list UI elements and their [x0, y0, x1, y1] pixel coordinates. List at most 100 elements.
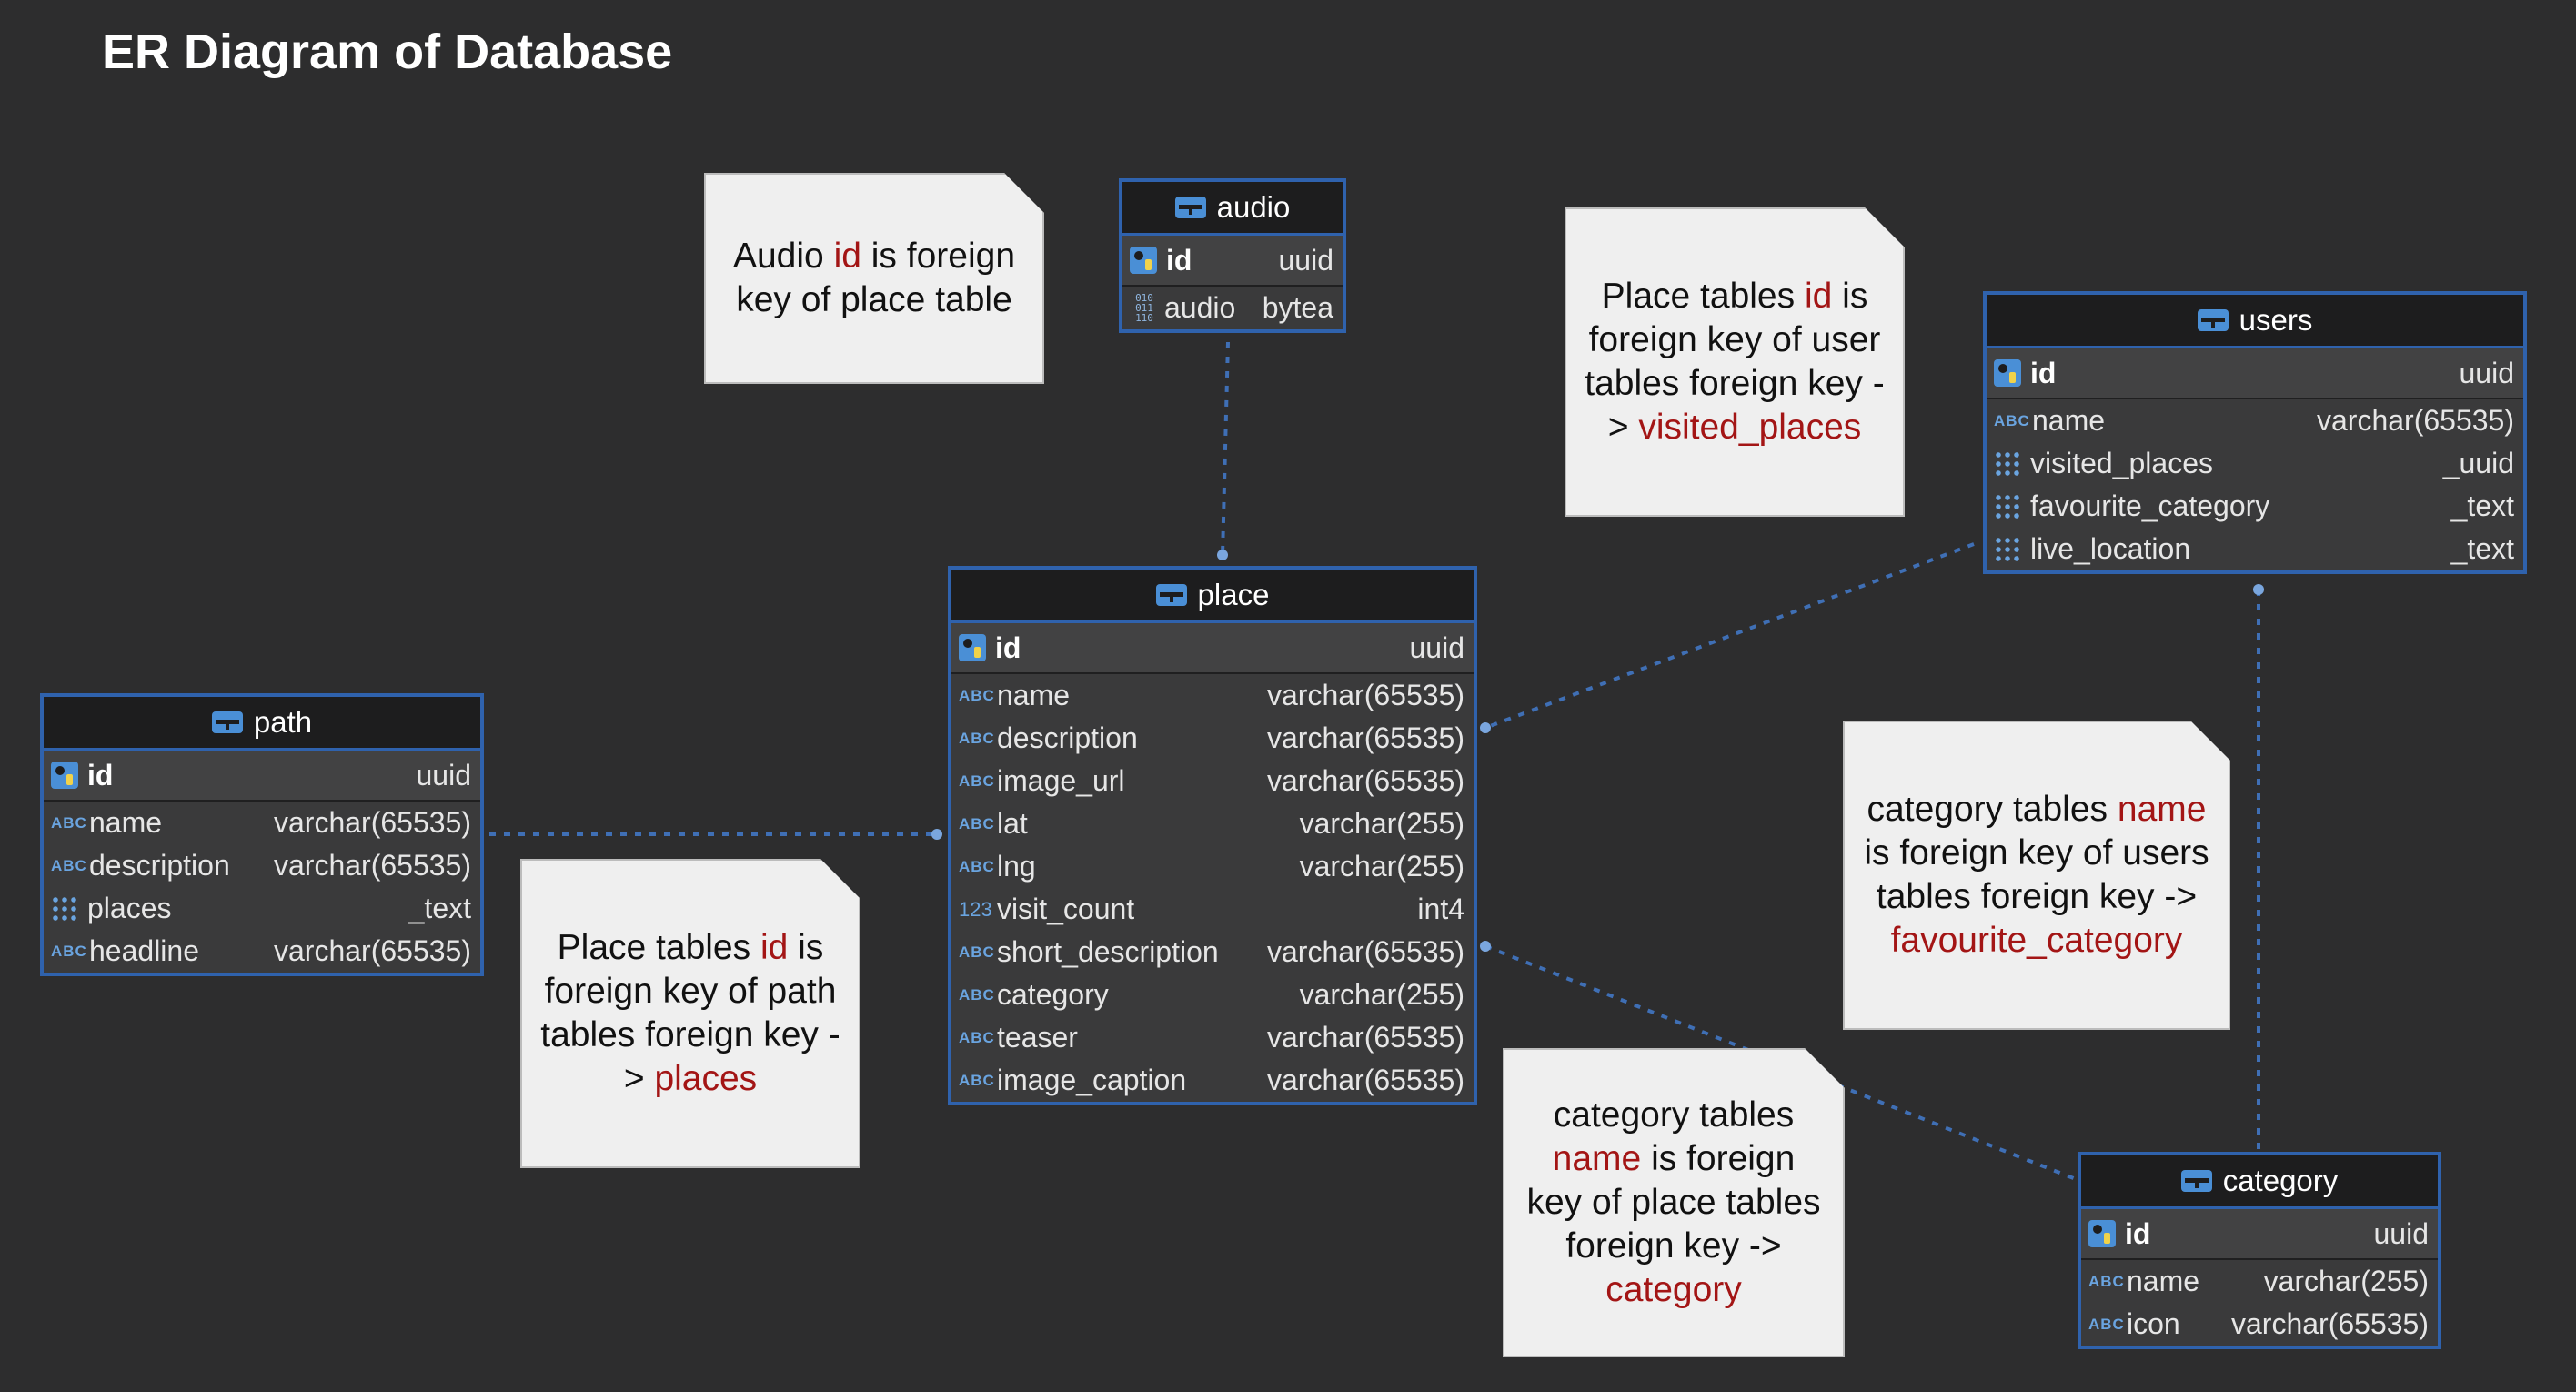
text-icon: ABC	[51, 942, 87, 960]
table-header: users	[1987, 295, 2523, 348]
column-row[interactable]: 010 011 110 audio bytea	[1122, 287, 1343, 329]
column-type: _uuid	[2442, 447, 2514, 479]
text-icon: ABC	[959, 1028, 995, 1046]
table-name: path	[253, 705, 313, 739]
table-name: place	[1197, 578, 1270, 611]
primary-key-icon	[2088, 1220, 2116, 1247]
text-icon: ABC	[959, 943, 995, 961]
column-name: live_location	[2030, 532, 2191, 565]
column-name: places	[87, 892, 172, 924]
column-name: audio	[1164, 291, 1236, 324]
column-type: bytea	[1262, 291, 1333, 324]
note-path-foreign-key: Place tables id is foreign key of path t…	[520, 859, 860, 1168]
text-icon: ABC	[959, 772, 995, 790]
column-type: uuid	[2459, 356, 2515, 389]
column-row[interactable]: live_location_text	[1987, 528, 2523, 570]
column-type: varchar(65535)	[1267, 679, 1464, 711]
note-category-users-foreign-key: category tables name is foreign key of u…	[1843, 721, 2230, 1030]
connector-audio-place	[1221, 341, 1230, 556]
primary-key-icon	[1994, 359, 2021, 387]
text-icon: ABC	[51, 813, 87, 832]
primary-key-row[interactable]: id uuid	[1122, 236, 1343, 287]
column-type: int4	[1417, 893, 1464, 925]
primary-key-row[interactable]: id uuid	[951, 623, 1474, 674]
column-type: varchar(65535)	[1267, 935, 1464, 968]
table-icon	[2180, 1170, 2212, 1192]
column-name: name	[2127, 1265, 2200, 1297]
column-name: category	[997, 978, 1109, 1011]
column-name: id	[2030, 356, 2057, 389]
column-type: varchar(255)	[1299, 978, 1464, 1011]
table-header: place	[951, 570, 1474, 623]
column-type: varchar(65535)	[274, 934, 471, 967]
primary-key-icon	[51, 762, 78, 789]
column-type: uuid	[1278, 243, 1334, 277]
column-name: id	[995, 630, 1021, 664]
text-icon: ABC	[1994, 411, 2030, 429]
column-name: description	[89, 849, 230, 882]
text-icon: ABC	[959, 686, 995, 704]
column-name: image_caption	[997, 1064, 1187, 1096]
column-row[interactable]: visited_places _uuid	[1987, 442, 2523, 485]
column-name: visit_count	[997, 893, 1135, 925]
primary-key-row[interactable]: id uuid	[44, 751, 480, 802]
note-users-foreign-key: Place tables id is foreign key of user t…	[1565, 207, 1905, 517]
column-name: teaser	[997, 1021, 1078, 1054]
note-audio-foreign-key: Audio id is foreign key of place table	[704, 173, 1044, 384]
array-icon	[1994, 449, 2021, 478]
column-name: name	[89, 806, 163, 839]
connector-endpoint	[1480, 722, 1491, 733]
connector-endpoint	[1217, 550, 1228, 560]
text-icon: ABC	[959, 814, 995, 832]
primary-key-icon	[959, 634, 986, 661]
column-type: _text	[408, 892, 471, 924]
table-name: audio	[1216, 190, 1291, 224]
note-text: category tables name is foreign key of p…	[1526, 1095, 1821, 1309]
array-icon	[1994, 492, 2021, 520]
table-header: audio	[1122, 182, 1343, 236]
table-icon	[1155, 584, 1187, 606]
table-icon	[1174, 197, 1206, 218]
column-row[interactable]: favourite_category_text	[1987, 485, 2523, 528]
column-name: lat	[997, 807, 1028, 840]
column-name: headline	[89, 934, 199, 967]
connector-endpoint	[931, 829, 942, 840]
primary-key-row[interactable]: id uuid	[1987, 348, 2523, 399]
column-type: varchar(65535)	[1267, 1021, 1464, 1054]
note-text: Audio id is foreign key of place table	[732, 237, 1016, 319]
column-type: varchar(65535)	[1267, 721, 1464, 754]
column-name: visited_places	[2030, 447, 2213, 479]
column-name: id	[87, 758, 114, 792]
column-type: varchar(65535)	[2317, 404, 2514, 437]
column-name: lng	[997, 850, 1036, 883]
column-row[interactable]: places _text	[44, 887, 480, 930]
text-icon: ABC	[959, 729, 995, 747]
primary-key-row[interactable]: id uuid	[2081, 1209, 2438, 1260]
column-type: varchar(65535)	[274, 806, 471, 839]
table-audio[interactable]: audio id uuid 010 011 110 audio bytea	[1119, 178, 1346, 333]
column-name: name	[2032, 404, 2106, 437]
column-type: varchar(255)	[1299, 807, 1464, 840]
column-type: uuid	[416, 758, 472, 792]
column-type: varchar(65535)	[274, 849, 471, 882]
